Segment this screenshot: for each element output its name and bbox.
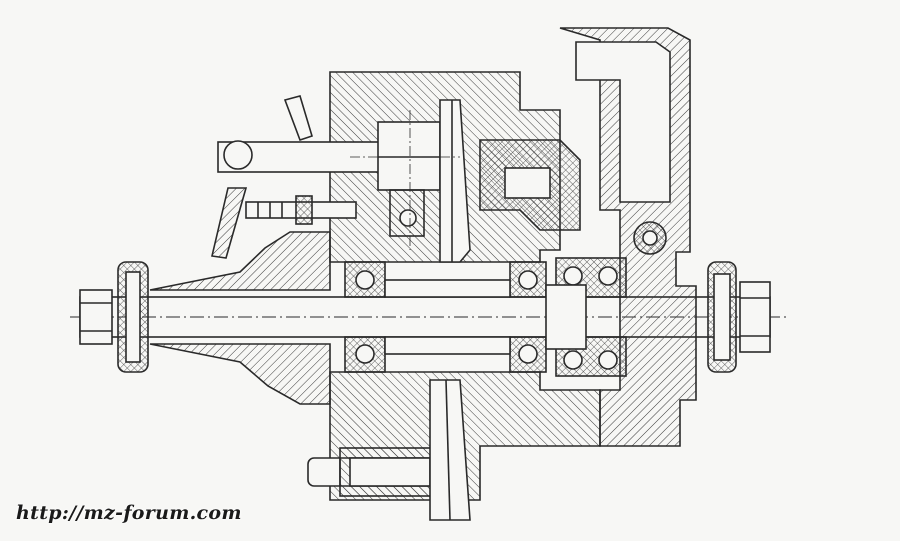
spacer-sleeve xyxy=(384,279,587,355)
small-bearing xyxy=(633,221,667,255)
upper-gear xyxy=(479,139,581,231)
adjust-screw xyxy=(245,195,357,225)
housing-upper-left xyxy=(149,231,331,405)
construction-lines xyxy=(350,110,460,250)
lower-pin xyxy=(307,447,445,497)
upper-pin xyxy=(217,121,441,237)
bearing-right-pair xyxy=(555,257,627,377)
fan-disk xyxy=(429,99,471,521)
left-oil-seal xyxy=(117,261,149,373)
left-nut xyxy=(79,289,113,345)
cover-housing xyxy=(559,27,697,447)
bearing-center xyxy=(509,261,547,373)
watermark-url: http://mz-forum.com xyxy=(16,502,242,524)
right-nut xyxy=(707,261,771,373)
adjust-lever xyxy=(211,95,313,259)
